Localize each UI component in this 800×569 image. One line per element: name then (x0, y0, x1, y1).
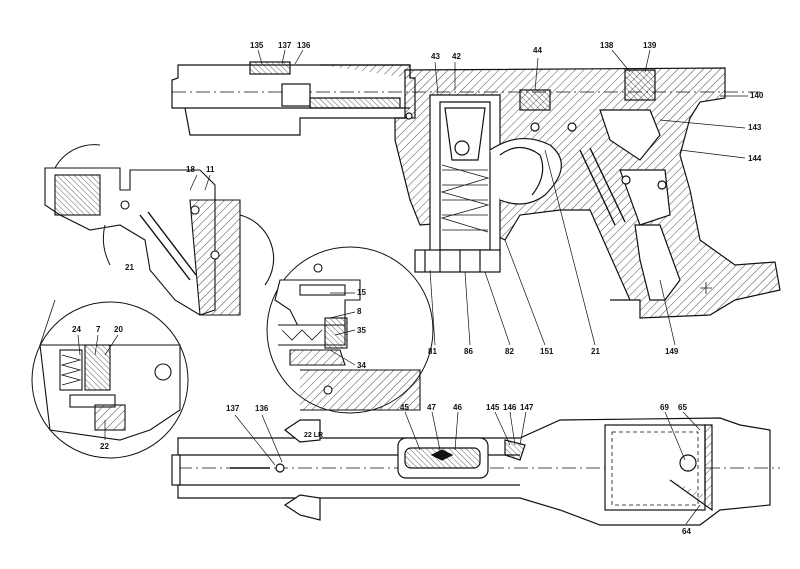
callout-7: 7 (96, 325, 101, 334)
frame-side-view (394, 67, 781, 319)
callout-136: 136 (297, 41, 311, 50)
callout-44: 44 (533, 46, 542, 55)
callout-140: 140 (750, 91, 764, 100)
top-view (171, 417, 780, 526)
callout-11: 11 (206, 165, 215, 174)
callout-22: 22 (100, 442, 109, 451)
callout-146: 146 (503, 403, 517, 412)
callout-136-top: 136 (255, 404, 269, 413)
callout-137: 137 (278, 41, 292, 50)
detail-circle-trigger (44, 144, 275, 316)
callout-65: 65 (678, 403, 687, 412)
callout-18: 18 (186, 165, 195, 174)
callout-46: 46 (453, 403, 462, 412)
detail-circle-hammer (266, 246, 434, 414)
callout-34: 34 (357, 361, 366, 370)
top-view-leaders (234, 411, 701, 525)
detail-circle-sear (31, 299, 189, 459)
callout-21-main: 21 (591, 347, 600, 356)
callout-35: 35 (357, 326, 366, 335)
callout-135: 135 (250, 41, 264, 50)
callout-21-detail: 21 (125, 263, 134, 272)
callout-43: 43 (431, 52, 440, 61)
callout-24: 24 (72, 325, 81, 334)
callout-139: 139 (643, 41, 657, 50)
callout-8: 8 (357, 307, 362, 316)
callout-leaders (77, 49, 748, 440)
callout-143: 143 (748, 123, 762, 132)
callout-151: 151 (540, 347, 554, 356)
callout-47: 47 (427, 403, 436, 412)
callout-42: 42 (452, 52, 461, 61)
callout-82: 82 (505, 347, 514, 356)
caliber-engraving: 22 LR (304, 432, 324, 439)
callout-45: 45 (400, 403, 409, 412)
callout-145: 145 (486, 403, 500, 412)
callout-20: 20 (114, 325, 123, 334)
callout-64: 64 (682, 527, 691, 536)
callout-81: 81 (428, 347, 437, 356)
callout-15: 15 (357, 288, 366, 297)
callout-138: 138 (600, 41, 614, 50)
callout-149: 149 (665, 347, 679, 356)
callout-69: 69 (660, 403, 669, 412)
callout-144: 144 (748, 154, 762, 163)
slide-side-view (171, 61, 760, 136)
callout-147: 147 (520, 403, 534, 412)
callout-86: 86 (464, 347, 473, 356)
callout-137-top: 137 (226, 404, 240, 413)
